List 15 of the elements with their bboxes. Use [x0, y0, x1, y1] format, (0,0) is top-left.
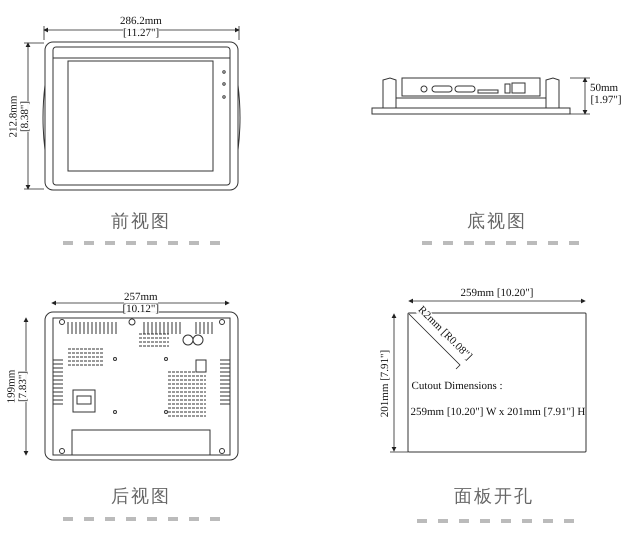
dimension-label: 257mm	[124, 292, 158, 302]
dimension-label: [11.27"]	[123, 28, 160, 38]
dimension-label: [7.83"]	[18, 370, 29, 402]
view-caption: 面板开孔	[454, 487, 534, 507]
note-text: 259mm [10.20"] W x 201mm [7.91"] H	[410, 406, 586, 418]
dimension-label: 199mm	[6, 369, 18, 403]
dimension-label: 50mm	[590, 82, 618, 94]
dimension-label: 286.2mm	[120, 16, 162, 26]
dimension-label: 201mm [7.91"]	[380, 349, 391, 417]
dimension-label: [10.12"]	[122, 304, 160, 314]
note-text: Cutout Dimensions :	[412, 380, 503, 392]
dimension-label: [8.38"]	[20, 100, 31, 132]
dimension-label: 259mm [10.20"]	[460, 288, 534, 298]
dimension-label: [1.97"]	[590, 94, 622, 106]
dimension-label: 212.8mm	[8, 95, 20, 137]
